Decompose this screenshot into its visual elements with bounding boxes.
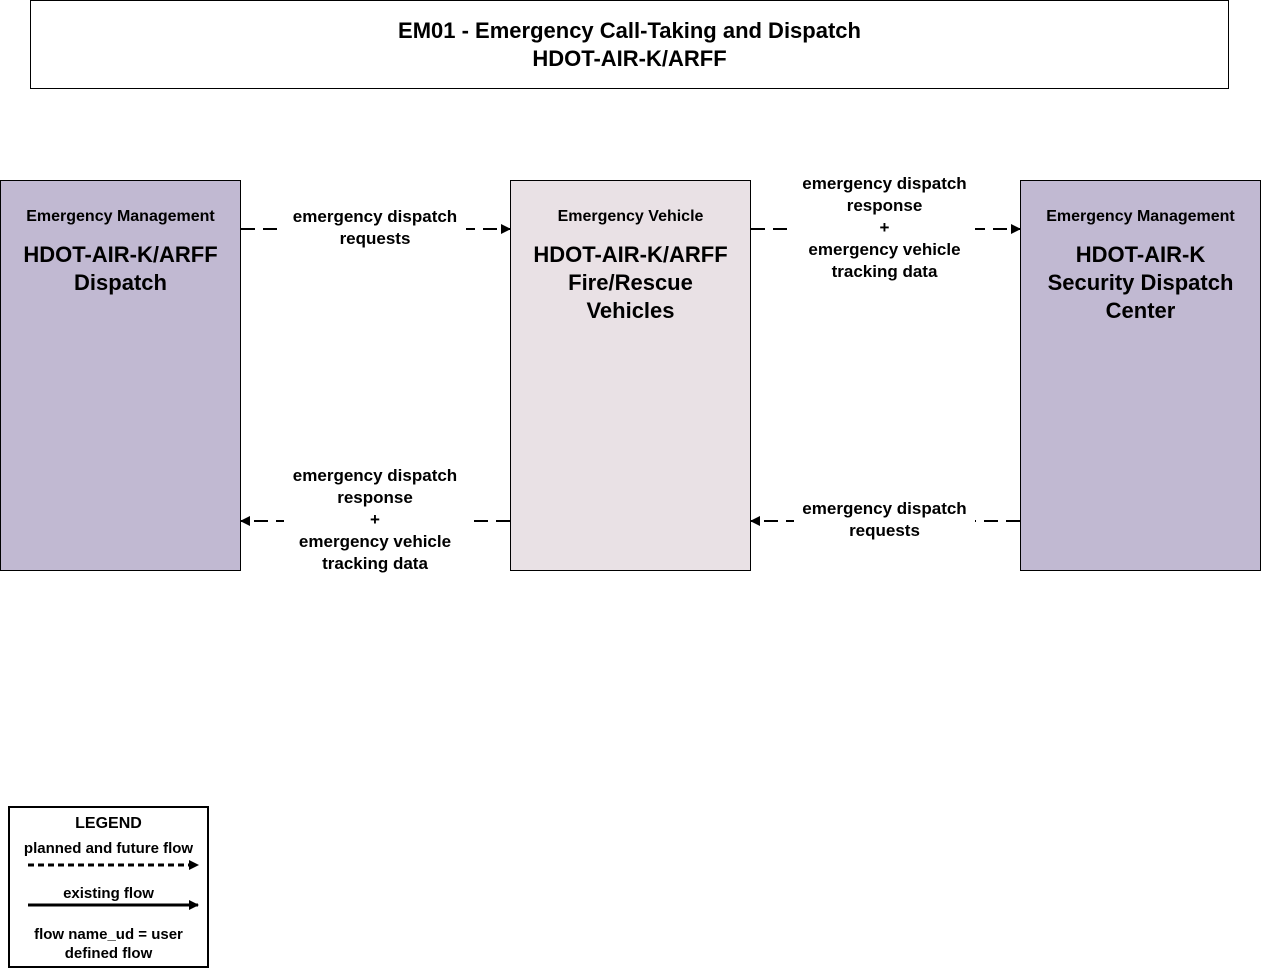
node-arff-dispatch: Emergency Management HDOT-AIR-K/ARFF Dis… [0, 180, 241, 571]
legend-planned-label: planned and future flow [23, 840, 194, 857]
flow-label-line: response [337, 488, 413, 507]
legend: LEGEND planned and future flow existing … [8, 806, 209, 968]
flow-label-line: emergency vehicle [808, 240, 961, 259]
flow-label-line: tracking data [322, 554, 428, 573]
flow-label-plus: + [370, 510, 380, 529]
node-name: HDOT-AIR-K/ARFF Dispatch [23, 242, 218, 295]
diagram-title: EM01 - Emergency Call-Taking and Dispatc… [398, 18, 861, 43]
node-category: Emergency Management [26, 208, 215, 225]
flow-label-line: emergency dispatch [292, 207, 458, 226]
flow-label-line: emergency vehicle [298, 532, 452, 551]
flow-label-line: tracking data [831, 262, 938, 281]
node-fire-rescue-vehicles: Emergency Vehicle HDOT-AIR-K/ARFF Fire/R… [510, 180, 751, 571]
flow-label-a-to-b: emergency dispatch requests [284, 206, 466, 250]
flow-label-b-to-c: emergency dispatch response + emergency … [794, 173, 975, 283]
flow-label-line: emergency dispatch [802, 174, 967, 193]
node-category: Emergency Vehicle [557, 208, 704, 225]
flow-label-c-to-b: emergency dispatch requests [794, 498, 975, 542]
flow-label-line: requests [849, 521, 920, 540]
diagram-title-box: EM01 - Emergency Call-Taking and Dispatc… [30, 0, 1229, 89]
legend-title: LEGEND [75, 815, 142, 832]
flow-label-line: emergency dispatch [292, 466, 458, 485]
node-name: HDOT-AIR-K Security Dispatch Center [1047, 242, 1234, 323]
flow-label-line: requests [339, 229, 411, 248]
flow-label-line: response [846, 196, 923, 215]
legend-lines [28, 860, 199, 910]
node-category: Emergency Management [1046, 208, 1235, 225]
flow-label-b-to-a: emergency dispatch response + emergency … [284, 465, 466, 575]
node-security-dispatch-center: Emergency Management HDOT-AIR-K Security… [1020, 180, 1261, 571]
diagram-subtitle: HDOT-AIR-K/ARFF [532, 46, 727, 71]
node-name: HDOT-AIR-K/ARFF Fire/Rescue Vehicles [533, 242, 728, 323]
flow-label-plus: + [879, 218, 890, 237]
flow-label-line: emergency dispatch [802, 499, 967, 518]
legend-user-defined-label: flow name_ud = user defined flow [34, 926, 183, 962]
legend-existing-label: existing flow [63, 885, 154, 902]
